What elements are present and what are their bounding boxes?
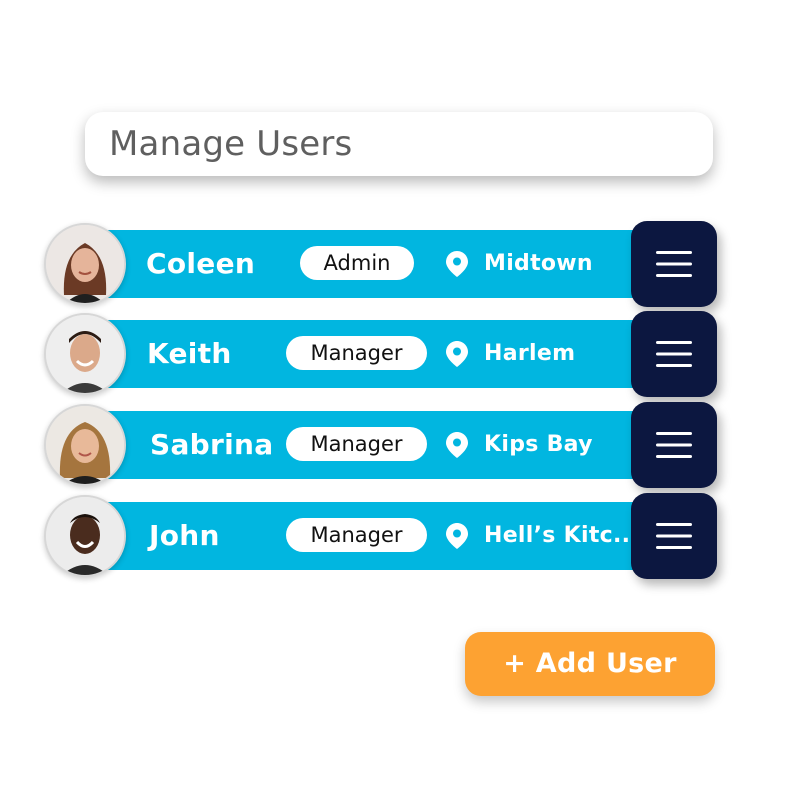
role-badge: Admin: [300, 246, 414, 280]
page-title-box: Manage Users: [85, 112, 713, 176]
avatar-photo-icon: [46, 406, 124, 484]
role-badge: Manager: [286, 427, 427, 461]
avatar-photo-icon: [46, 497, 124, 575]
user-name: John: [149, 519, 220, 552]
hamburger-menu-icon: [656, 251, 692, 277]
avatar-photo-icon: [46, 225, 124, 303]
hamburger-menu-icon: [656, 432, 692, 458]
avatar: [44, 313, 126, 395]
user-menu-button[interactable]: [631, 402, 717, 488]
map-pin-icon: [446, 523, 468, 549]
user-menu-button[interactable]: [631, 311, 717, 397]
avatar: [44, 495, 126, 577]
user-row: Sabrina Manager Kips Bay: [44, 402, 720, 488]
location-text: Midtown: [484, 251, 593, 276]
map-pin-icon: [446, 341, 468, 367]
user-row: Coleen Admin Midtown: [44, 221, 720, 307]
hamburger-menu-icon: [656, 523, 692, 549]
user-name: Keith: [147, 337, 232, 370]
avatar: [44, 223, 126, 305]
hamburger-menu-icon: [656, 341, 692, 367]
user-menu-button[interactable]: [631, 221, 717, 307]
location-text: Kips Bay: [484, 432, 593, 457]
user-menu-button[interactable]: [631, 493, 717, 579]
map-pin-icon: [446, 251, 468, 277]
location-text: Hell’s Kitc..: [484, 523, 631, 548]
user-row: John Manager Hell’s Kitc..: [44, 493, 720, 579]
page-title: Manage Users: [109, 124, 353, 164]
user-name: Sabrina: [150, 428, 274, 461]
user-row: Keith Manager Harlem: [44, 311, 720, 397]
role-badge: Manager: [286, 518, 427, 552]
add-user-button[interactable]: + Add User: [465, 632, 715, 696]
role-badge: Manager: [286, 336, 427, 370]
map-pin-icon: [446, 432, 468, 458]
avatar-photo-icon: [46, 315, 124, 393]
location-text: Harlem: [484, 341, 576, 366]
avatar: [44, 404, 126, 486]
user-name: Coleen: [146, 247, 256, 280]
